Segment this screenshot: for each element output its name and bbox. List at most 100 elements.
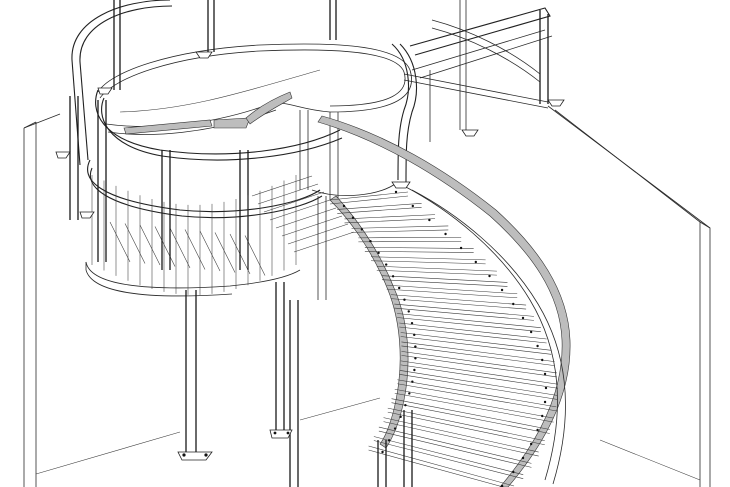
bolt-dot [414,345,417,348]
landing-stair-tread [293,231,355,253]
stair-tread [387,407,545,442]
bolt-dot [414,357,417,360]
stair-tread [386,284,518,295]
stair-tread [399,370,558,396]
stair-tread-edge [383,421,539,457]
stair-tread-edge [391,402,550,434]
bolt-dot [459,246,463,250]
bolt-dot [391,275,395,278]
stair-tread [329,191,409,201]
bolt-dot [398,286,401,290]
stair-tread-edge [373,440,524,479]
stair-tread-edge [401,345,555,366]
stair-tread [397,379,557,408]
bolt-dot [411,204,414,208]
handrail [123,91,571,487]
stair-tread-edge [399,326,547,344]
bolt-dot [413,333,416,337]
bolt-dot [411,380,414,383]
stair-tread [401,341,555,362]
stair-tread [373,436,524,475]
stair-tread-edge [394,392,554,423]
stair-tread [400,360,558,385]
stair-tread [371,256,486,261]
base-plates [55,51,565,461]
bolt-dot [541,414,544,418]
stair-tread-edge [364,251,474,253]
bolt-dot [500,288,504,292]
stair-tread-edge [371,260,486,265]
bolt-dot [512,470,515,474]
landing-stair-tread [184,229,206,270]
bolt-dot [543,372,547,376]
bolt-dot [536,344,539,348]
landing-stair-tread [139,224,161,266]
bolt-dot [404,403,407,407]
landing-stair-tread [257,183,319,205]
bolt-dot [536,428,539,432]
bolt-dot [342,204,346,208]
bolt-dot [444,232,447,236]
spiral-stair-treads [109,175,558,487]
landing-stair-tread [275,207,337,229]
bolt-markers [342,190,548,487]
bolt-dot [384,263,388,266]
bolt-dot [407,310,410,313]
bolt-dot [410,321,414,325]
bolt-dot [403,298,406,301]
stair-tread-edge [400,364,558,389]
landing-stair-tread [263,191,325,213]
bridge-walkway [403,0,553,142]
stair-tread [381,275,508,283]
bolt-dot [521,316,525,320]
bolt-dot [399,415,402,419]
bolt-dot [393,427,397,430]
stair-tread-edge [386,288,518,299]
stair-tread [383,417,539,453]
landing-stair-tread [214,232,236,273]
stair-tread [344,214,436,220]
bolt-dot [381,450,384,454]
landing-stair-tread [169,227,191,269]
bolt-dot [387,439,391,442]
bolt-dot [394,190,398,194]
bolt-dot [488,274,491,278]
landing-stair-tread [251,175,313,197]
landing-stair-tread [269,199,331,221]
stair-tread [394,388,554,419]
stair-tread [376,265,497,272]
stair-tread [394,303,534,317]
stair-tread-edge [358,240,462,243]
stair-tread-edge [329,195,409,205]
bolt-dot [512,302,515,306]
bolt-dot [377,251,380,255]
bolt-dot [351,216,355,219]
stair-tread [399,322,547,340]
stair-tread [337,203,422,210]
landing-stair-tread [109,221,131,263]
bolt-dot [428,218,431,222]
balusters [91,175,297,295]
stair-tread-edge [390,298,527,310]
stair-tread [391,398,550,430]
stair-tread-edge [401,355,557,378]
stair-tread-edge [399,374,558,400]
bolt-dot [521,456,525,460]
stair-tread-edge [397,383,557,412]
stair-tread-edge [400,336,552,355]
stair-tread [390,294,527,306]
bolt-dot [360,228,364,231]
bolt-dot [541,358,544,362]
bolt-dot [544,386,548,390]
stair-tread [401,351,557,374]
stair-tread-edge [351,229,449,233]
landing-stair-tread [124,223,146,264]
wall [23,105,711,487]
landing-stair-tread [281,215,343,237]
landing-platform [71,0,417,297]
landing-stair-tread [199,230,221,272]
stair-tread-edge [376,269,497,276]
stair-tread-edge [344,218,436,224]
